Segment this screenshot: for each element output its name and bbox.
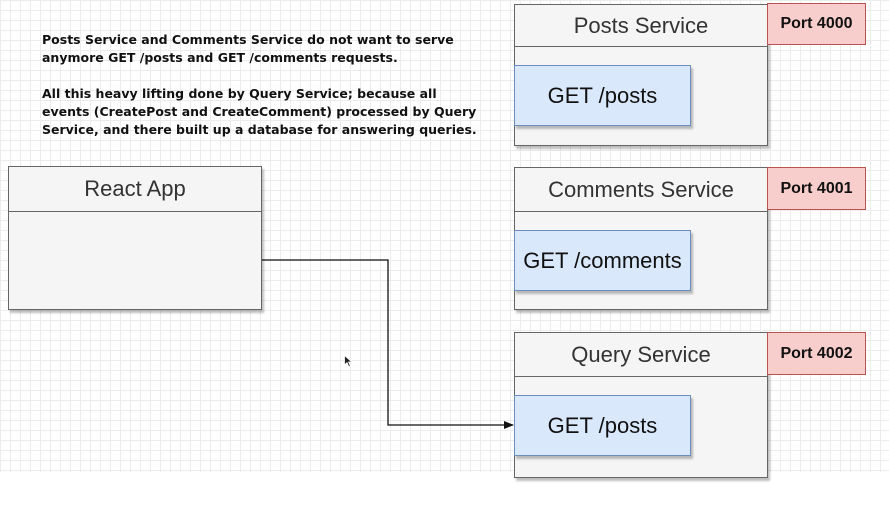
posts-service-title: Posts Service	[515, 5, 767, 47]
mouse-cursor-icon	[344, 355, 353, 368]
query-service-title: Query Service	[515, 333, 767, 377]
note-paragraph-2: All this heavy lifting done by Query Ser…	[42, 86, 477, 137]
explanation-note: Posts Service and Comments Service do no…	[42, 31, 482, 139]
react-app-box[interactable]: React App	[8, 166, 262, 310]
posts-service-port: Port 4000	[767, 3, 866, 45]
query-service-port: Port 4002	[767, 332, 866, 375]
posts-service-route[interactable]: GET /posts	[514, 65, 691, 126]
comments-service-title: Comments Service	[515, 168, 767, 212]
query-service-route[interactable]: GET /posts	[514, 395, 691, 456]
canvas-bottom-margin	[0, 472, 889, 513]
comments-service-port: Port 4001	[767, 167, 866, 210]
note-paragraph-1: Posts Service and Comments Service do no…	[42, 32, 454, 65]
react-app-title: React App	[9, 167, 261, 212]
comments-service-route[interactable]: GET /comments	[514, 230, 691, 291]
